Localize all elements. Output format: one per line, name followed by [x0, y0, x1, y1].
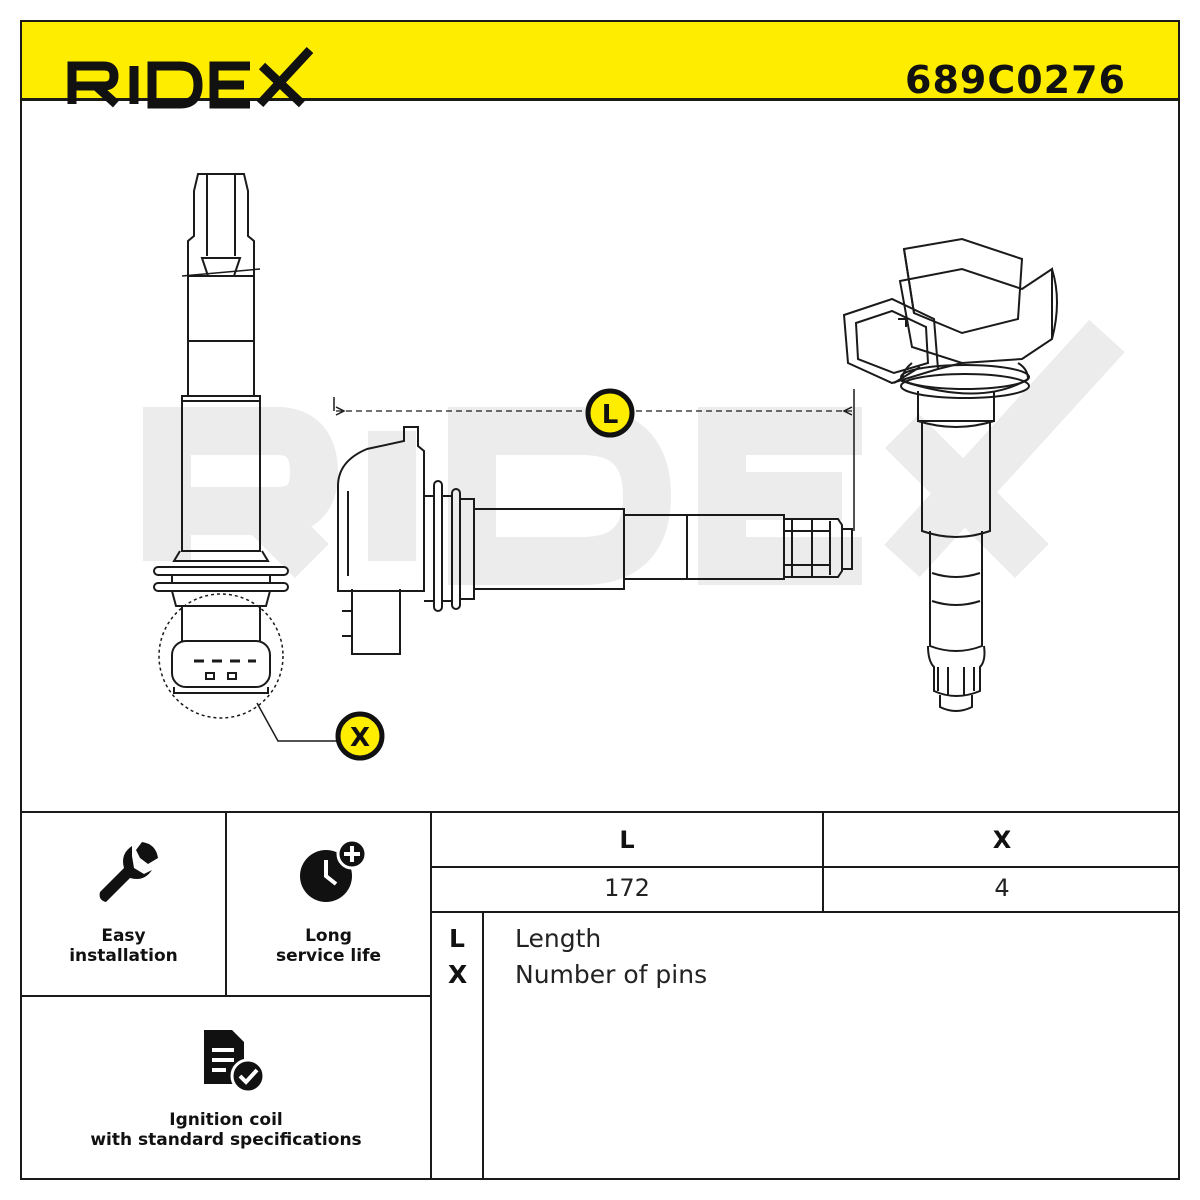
- legend-label-length: Length: [515, 924, 602, 953]
- divider-feature-cells: [225, 811, 227, 997]
- coil-side-view: [153, 173, 342, 742]
- svg-text:L: L: [602, 400, 619, 430]
- clock-plus-icon: [300, 838, 368, 902]
- table-header-length: L: [619, 826, 635, 854]
- table-value-length: 172: [604, 874, 650, 902]
- divider-features-row: [20, 995, 432, 997]
- callout-pins: X: [335, 711, 385, 761]
- ridex-logo: [67, 46, 314, 109]
- feature-standard-specifications: Ignition coil with standard specificatio…: [90, 1110, 362, 1150]
- ridex-watermark: [143, 319, 1125, 585]
- wrench-icon: [99, 842, 158, 902]
- svg-text:X: X: [350, 723, 370, 753]
- divider-table-header: [430, 866, 1180, 868]
- ignition-coil-drawing: L X: [143, 173, 1125, 761]
- header-band: 689C0276: [20, 20, 1180, 109]
- feature-easy-installation: Easy installation: [69, 926, 178, 966]
- coil-isometric-view: [842, 237, 1058, 712]
- divider-table-columns: [822, 811, 824, 912]
- table-value-pins: 4: [994, 874, 1010, 902]
- table-header-pins: X: [992, 826, 1012, 854]
- part-number: 689C0276: [905, 58, 1126, 102]
- legend-key-pins: X: [448, 960, 468, 989]
- feature-long-service-life: Long service life: [275, 926, 382, 966]
- divider-drawing-bottom: [20, 811, 1180, 813]
- callout-length: L: [585, 388, 635, 438]
- coil-top-view: [333, 389, 855, 655]
- divider-legend-key: [482, 911, 484, 1180]
- legend-key-length: L: [449, 924, 465, 953]
- legend-label-pins: Number of pins: [515, 960, 708, 989]
- document-check-icon: [204, 1030, 266, 1094]
- divider-table-values: [430, 911, 1180, 913]
